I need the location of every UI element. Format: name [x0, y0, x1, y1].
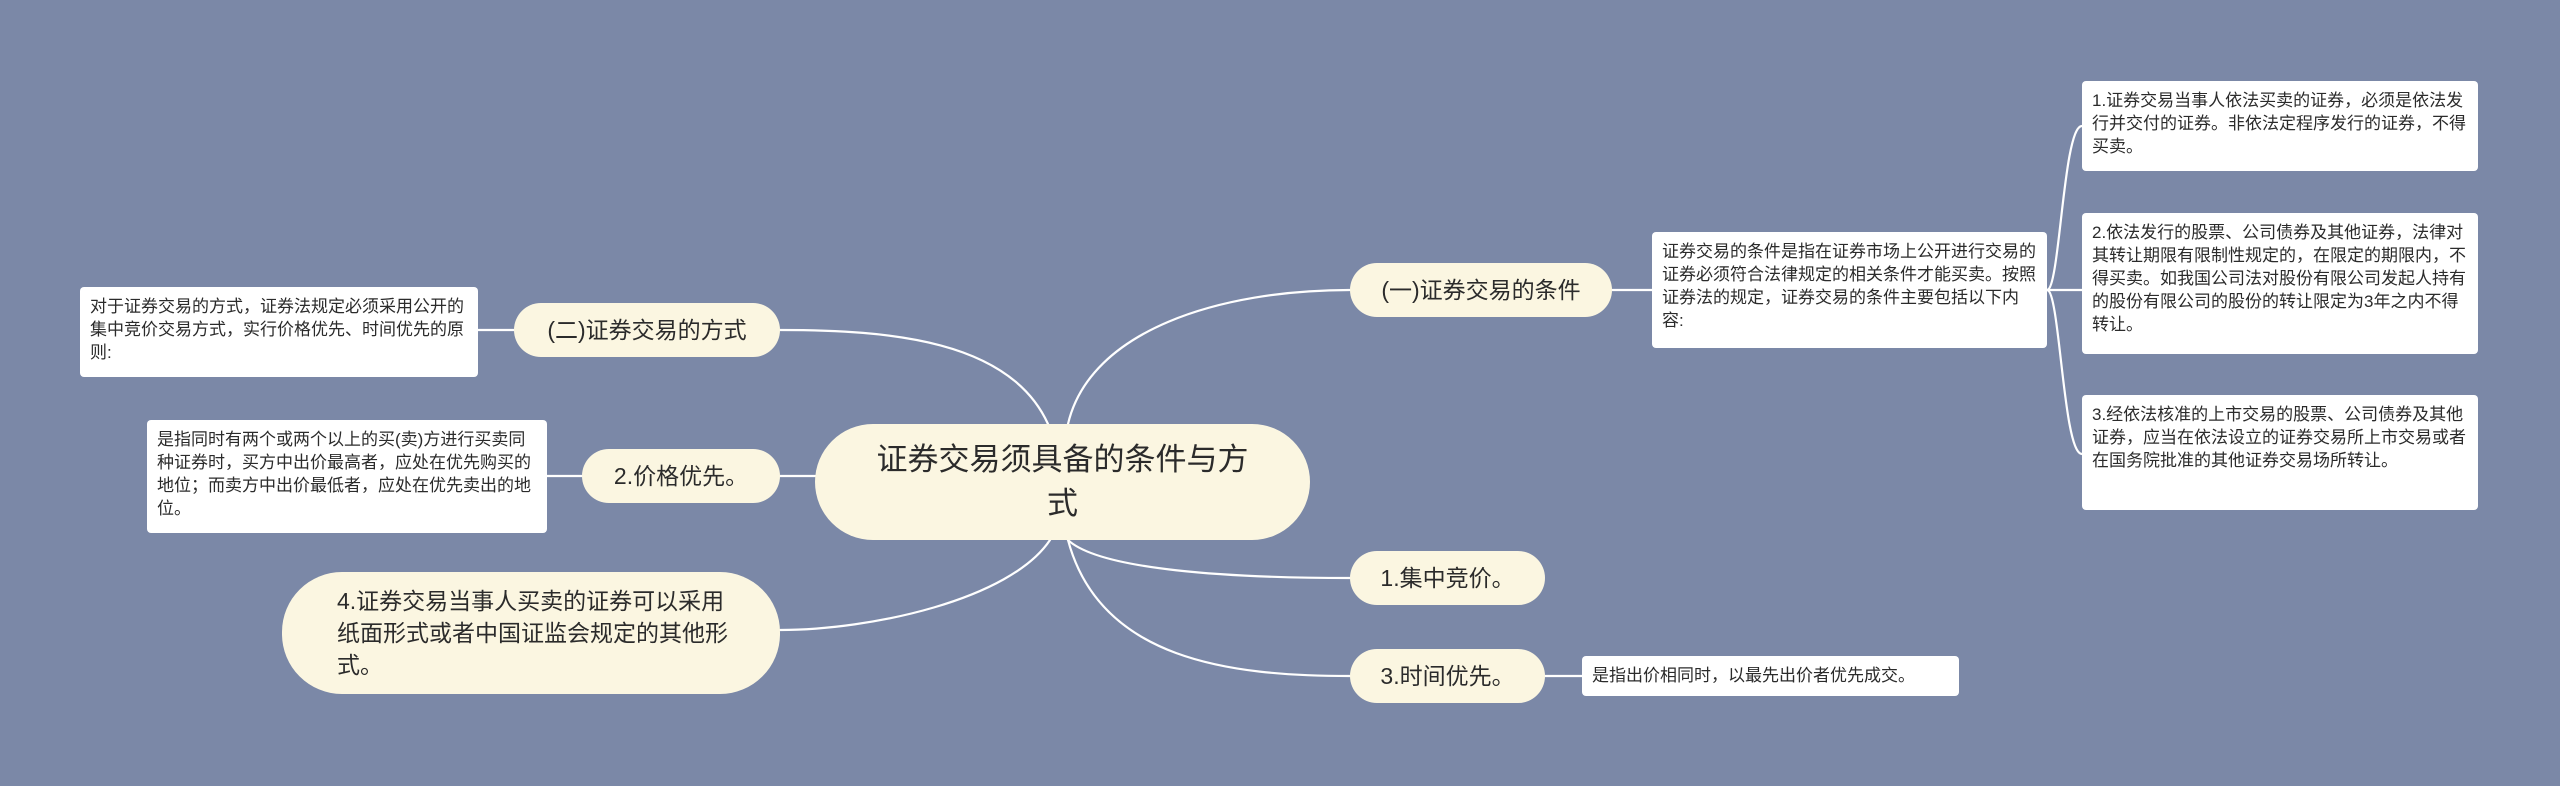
link-note-item-1 [2045, 124, 2084, 292]
note-trading-conditions: 证券交易的条件是指在证券市场上公开进行交易的证券必须符合法律规定的相关条件才能买… [1652, 232, 2047, 348]
branch-trading-methods[interactable]: (二)证券交易的方式 [514, 303, 780, 357]
branch-time-priority[interactable]: 3.时间优先。 [1350, 649, 1545, 703]
note-trading-methods: 对于证券交易的方式，证券法规定必须采用公开的集中竞价交易方式，实行价格优先、时间… [80, 287, 478, 377]
note-price-priority-text: 是指同时有两个或两个以上的买(卖)方进行买卖同种证券时，买方中出价最高者，应处在… [157, 430, 531, 518]
branch-paper-form-label: 4.证券交易当事人买卖的证券可以采用纸面形式或者中国证监会规定的其他形式。 [337, 588, 728, 678]
condition-item-2: 2.依法发行的股票、公司债券及其他证券，法律对其转让期限有限制性规定的，在限定的… [2082, 213, 2478, 354]
link-root-auction [1066, 538, 1352, 580]
branch-centralized-auction[interactable]: 1.集中竞价。 [1350, 551, 1545, 605]
central-topic-label: 证券交易须具备的条件与方式 [876, 442, 1249, 521]
link-root-methods [778, 328, 1050, 426]
link-root-conditions [1066, 288, 1352, 426]
branch-price-priority-label: 2.价格优先。 [613, 463, 749, 489]
branch-price-priority[interactable]: 2.价格优先。 [582, 449, 780, 503]
branch-time-priority-label: 3.时间优先。 [1380, 663, 1515, 689]
branch-centralized-auction-label: 1.集中竞价。 [1380, 565, 1515, 591]
central-topic[interactable]: 证券交易须具备的条件与方式 [815, 424, 1310, 540]
branch-trading-conditions[interactable]: (一)证券交易的条件 [1350, 263, 1612, 317]
link-note-item-3 [2045, 288, 2084, 456]
condition-item-2-text: 2.依法发行的股票、公司债券及其他证券，法律对其转让期限有限制性规定的，在限定的… [2092, 223, 2466, 334]
branch-paper-form[interactable]: 4.证券交易当事人买卖的证券可以采用纸面形式或者中国证监会规定的其他形式。 [282, 572, 780, 694]
note-time-priority-text: 是指出价相同时，以最先出价者优先成交。 [1592, 666, 1915, 685]
branch-trading-conditions-label: (一)证券交易的条件 [1381, 277, 1581, 303]
note-time-priority: 是指出价相同时，以最先出价者优先成交。 [1582, 656, 1959, 696]
note-price-priority: 是指同时有两个或两个以上的买(卖)方进行买卖同种证券时，买方中出价最高者，应处在… [147, 420, 547, 533]
condition-item-1-text: 1.证券交易当事人依法买卖的证券，必须是依法发行并交付的证券。非依法定程序发行的… [2092, 91, 2466, 156]
link-root-paper [778, 538, 1052, 632]
branch-trading-methods-label: (二)证券交易的方式 [547, 317, 747, 343]
condition-item-1: 1.证券交易当事人依法买卖的证券，必须是依法发行并交付的证券。非依法定程序发行的… [2082, 81, 2478, 171]
note-trading-conditions-text: 证券交易的条件是指在证券市场上公开进行交易的证券必须符合法律规定的相关条件才能买… [1662, 242, 2036, 330]
condition-item-3-text: 3.经依法核准的上市交易的股票、公司债券及其他证券，应当在依法设立的证券交易所上… [2092, 405, 2466, 470]
link-root-time-priority [1066, 538, 1352, 678]
note-trading-methods-text: 对于证券交易的方式，证券法规定必须采用公开的集中竞价交易方式，实行价格优先、时间… [90, 297, 464, 362]
condition-item-3: 3.经依法核准的上市交易的股票、公司债券及其他证券，应当在依法设立的证券交易所上… [2082, 395, 2478, 510]
